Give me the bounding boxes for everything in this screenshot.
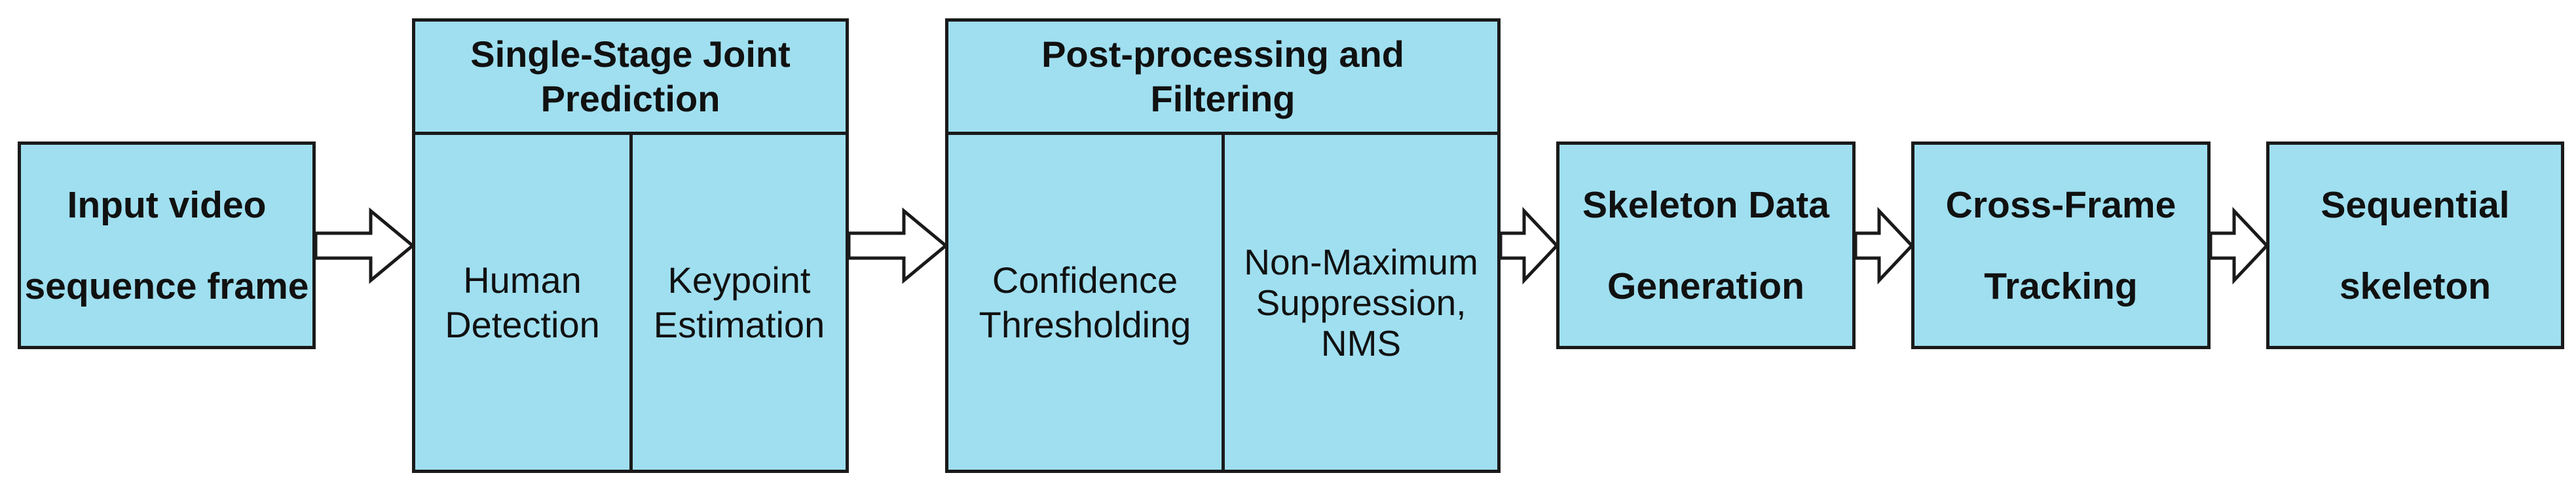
group-post-processing-title: Post-processing and Filtering: [1041, 33, 1404, 119]
node-nms-label: Non-Maximum Suppression, NMS: [1244, 241, 1478, 364]
node-human-detection-label: Human Detection: [445, 259, 600, 345]
node-skeleton-data-generation: Skeleton Data Generation: [1556, 141, 1856, 349]
node-sequential-label: Sequential skeleton: [2321, 183, 2510, 307]
node-skeleton-label: Skeleton Data Generation: [1582, 183, 1829, 307]
node-non-maximum-suppression: Non-Maximum Suppression, NMS: [1222, 132, 1501, 473]
node-tracking-label: Cross-Frame Tracking: [1945, 183, 2176, 307]
node-sequential-skeleton: Sequential skeleton: [2266, 141, 2564, 349]
arrow-post-processing-to-skeleton: [1499, 206, 1559, 285]
node-keypoint-estimation: Keypoint Estimation: [629, 132, 849, 473]
group-single-stage-title: Single-Stage Joint Prediction: [470, 33, 791, 119]
node-confidence-thresholding: Confidence Thresholding: [945, 132, 1225, 473]
arrow-single-stage-to-post-processing: [847, 207, 948, 284]
node-confidence-thresholding-label: Confidence Thresholding: [979, 259, 1191, 345]
node-keypoint-estimation-label: Keypoint Estimation: [653, 259, 825, 345]
group-post-processing-header: Post-processing and Filtering: [945, 18, 1501, 135]
node-cross-frame-tracking: Cross-Frame Tracking: [1911, 141, 2211, 349]
node-input-label: Input video sequence frame: [24, 183, 309, 307]
group-single-stage-header: Single-Stage Joint Prediction: [412, 18, 849, 135]
arrow-tracking-to-sequential: [2209, 206, 2269, 285]
node-human-detection: Human Detection: [412, 132, 633, 473]
arrow-skeleton-to-tracking: [1854, 206, 1914, 285]
node-input-video-sequence-frame: Input video sequence frame: [18, 141, 316, 349]
arrow-input-to-single-stage: [314, 207, 415, 284]
